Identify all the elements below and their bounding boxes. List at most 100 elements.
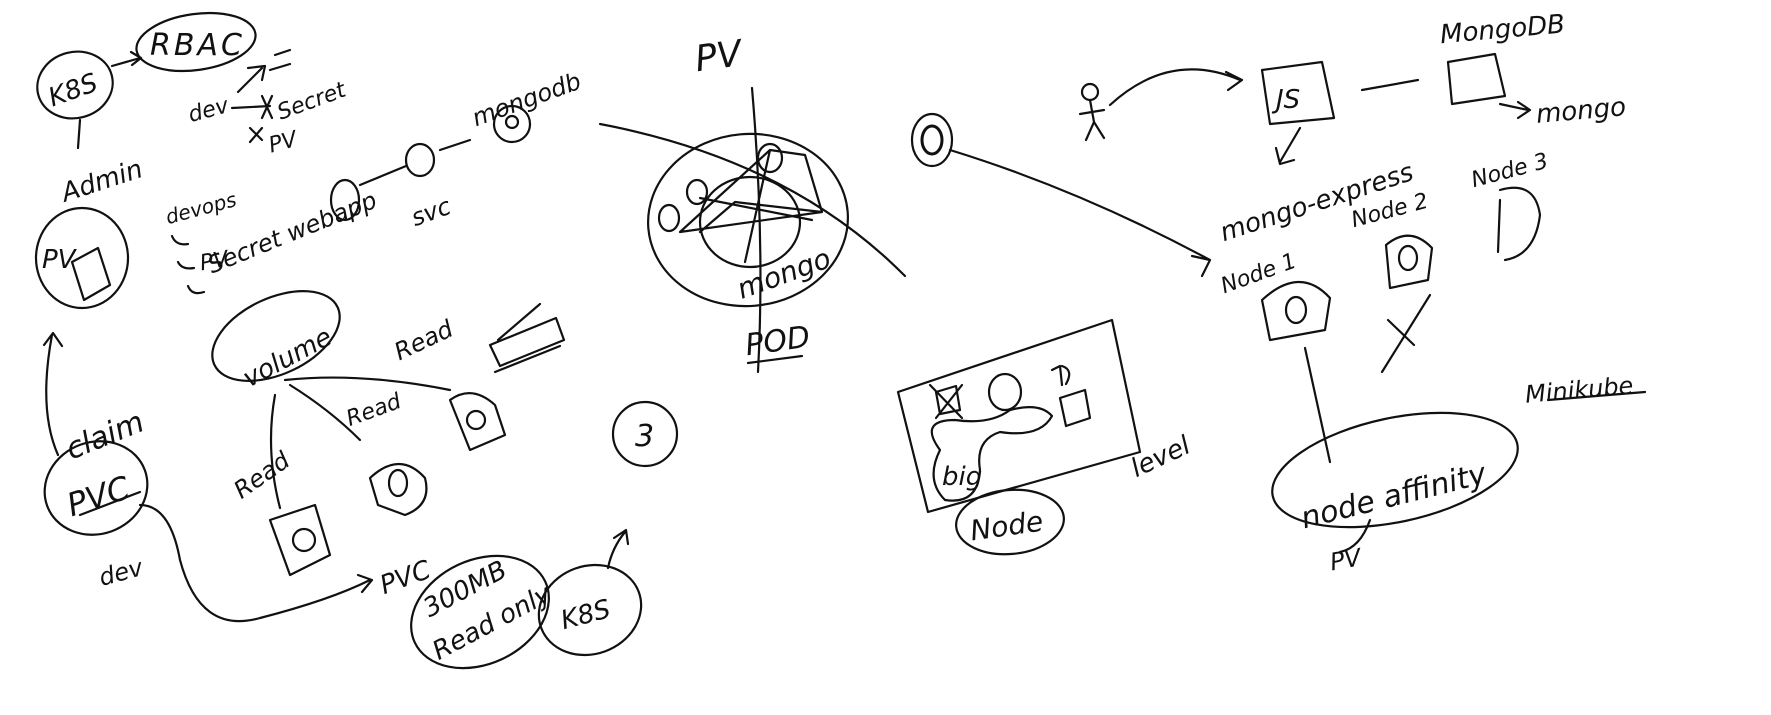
svc-label: svc bbox=[407, 192, 454, 232]
node-ellipse bbox=[955, 488, 1065, 556]
user-icon-body bbox=[1078, 98, 1106, 142]
middle-pod-c bbox=[756, 142, 784, 174]
pv-right-label: PV bbox=[1328, 543, 1365, 576]
minikube-underline bbox=[1546, 390, 1647, 402]
pvc-dev-label: dev bbox=[96, 553, 147, 592]
pod-3-shape bbox=[448, 392, 507, 452]
user-to-js-arrow bbox=[1108, 68, 1244, 107]
middle-pod-a bbox=[657, 203, 681, 233]
cluster-arc bbox=[598, 122, 907, 278]
svc-circle bbox=[404, 142, 436, 178]
dev-label: dev bbox=[186, 93, 233, 128]
node-inner-ellipse bbox=[698, 175, 802, 269]
node3-shape bbox=[1496, 186, 1542, 262]
k8s-bottom-arrow bbox=[606, 528, 630, 570]
remote-pod-outer bbox=[910, 112, 954, 168]
k8s-bottom-ellipse bbox=[537, 563, 643, 657]
read-label-3: Read bbox=[390, 314, 458, 366]
pv-top-label: PV bbox=[693, 33, 747, 80]
js-box bbox=[1260, 60, 1336, 126]
pod-to-node1-arrow bbox=[948, 148, 1212, 278]
devops-arrows bbox=[170, 234, 206, 295]
node3-label: Node 3 bbox=[1469, 149, 1551, 193]
mongodb-pod-dot bbox=[504, 114, 520, 130]
request-ellipse bbox=[410, 554, 550, 670]
pod-1-core bbox=[291, 527, 317, 553]
devops-item-2: PV bbox=[198, 247, 232, 277]
pod-count-label: 3 bbox=[635, 419, 654, 454]
svc-to-mongodb-line bbox=[438, 138, 472, 152]
level-crossed-pod bbox=[928, 383, 964, 420]
mongodb-box bbox=[1446, 52, 1507, 106]
admin-label: Admin bbox=[56, 154, 146, 209]
k8s-circle bbox=[36, 50, 114, 120]
devops-label: devops bbox=[163, 187, 239, 229]
admin-line bbox=[76, 118, 82, 150]
level-box-icon bbox=[1058, 388, 1092, 428]
node2-pod bbox=[1397, 244, 1419, 272]
volume-to-pod-2 bbox=[288, 383, 362, 442]
mongodb-label: mongodb bbox=[468, 67, 584, 132]
pv-box-icon bbox=[70, 246, 112, 302]
node-label: Node bbox=[968, 505, 1045, 548]
js-label: JS bbox=[1271, 85, 1300, 115]
mongodb-top-label: MongoDB bbox=[1439, 9, 1566, 50]
pv-circle bbox=[34, 206, 130, 310]
pvc-ellipse bbox=[43, 440, 149, 536]
mongodb-pod-circle bbox=[492, 104, 532, 144]
mongo-right-label: mongo bbox=[1535, 92, 1627, 130]
read-box-icon bbox=[488, 302, 566, 374]
node-outer-ellipse bbox=[646, 132, 850, 308]
minikube-label: Minikube bbox=[1524, 371, 1634, 408]
pvc-to-request-arrow bbox=[138, 503, 374, 623]
dev-secret-label: Secret bbox=[274, 77, 350, 125]
pod-count-circle bbox=[611, 400, 679, 468]
dev-pv-label: PV bbox=[266, 127, 302, 159]
volume-label: volume bbox=[238, 322, 337, 394]
level-pod bbox=[987, 372, 1023, 412]
big-label: big bbox=[942, 462, 982, 492]
node2-shape bbox=[1384, 234, 1434, 290]
big-blob bbox=[930, 405, 1054, 502]
pod-2-shape bbox=[368, 463, 428, 517]
read-label-1: Read bbox=[229, 446, 296, 505]
k8s-bottom-label: K8S bbox=[558, 594, 614, 636]
volume-ellipse bbox=[211, 290, 341, 382]
middle-network-lines bbox=[678, 148, 824, 264]
pod-1-shape bbox=[268, 503, 332, 577]
pod-underline bbox=[746, 354, 804, 365]
node1-shape bbox=[1260, 280, 1332, 342]
vertical-axis-line bbox=[750, 86, 762, 374]
js-to-express-arrow bbox=[1274, 126, 1302, 166]
node1-label: Node 1 bbox=[1218, 249, 1300, 299]
webapp-pod-circle bbox=[329, 178, 361, 222]
pvc-label: PVC bbox=[62, 468, 135, 524]
affinity-to-pv-line bbox=[1338, 518, 1372, 554]
pod-2-core bbox=[387, 468, 409, 498]
rbac-ellipse bbox=[135, 11, 257, 73]
pod-3-core bbox=[465, 409, 487, 431]
volume-to-pod-3 bbox=[283, 376, 452, 392]
volume-to-pod-1 bbox=[269, 393, 282, 510]
user-icon-head bbox=[1080, 82, 1100, 102]
dev-branch-mid bbox=[230, 94, 274, 120]
node-affinity-ellipse bbox=[1271, 411, 1519, 529]
node2-cross bbox=[1380, 293, 1432, 374]
level-pod-small bbox=[1050, 364, 1071, 387]
node1-affinity-line bbox=[1303, 346, 1332, 464]
dev-branch-top bbox=[236, 48, 292, 94]
k8s-label: K8S bbox=[44, 68, 101, 113]
claim-label: claim bbox=[61, 405, 149, 468]
js-to-mongodb-line bbox=[1360, 78, 1420, 92]
claim-arrow bbox=[42, 331, 64, 457]
dev-branch-low bbox=[248, 126, 264, 144]
middle-pod-b bbox=[685, 178, 709, 206]
read-label-2: Read bbox=[343, 389, 405, 432]
mongodb-to-mongo-arrow bbox=[1498, 100, 1532, 120]
rbac-label: RBAC bbox=[150, 28, 245, 63]
remote-pod-inner bbox=[920, 124, 944, 156]
node1-pod bbox=[1284, 295, 1308, 325]
pvc-underline bbox=[78, 490, 142, 517]
pv-label: PV bbox=[42, 245, 78, 275]
